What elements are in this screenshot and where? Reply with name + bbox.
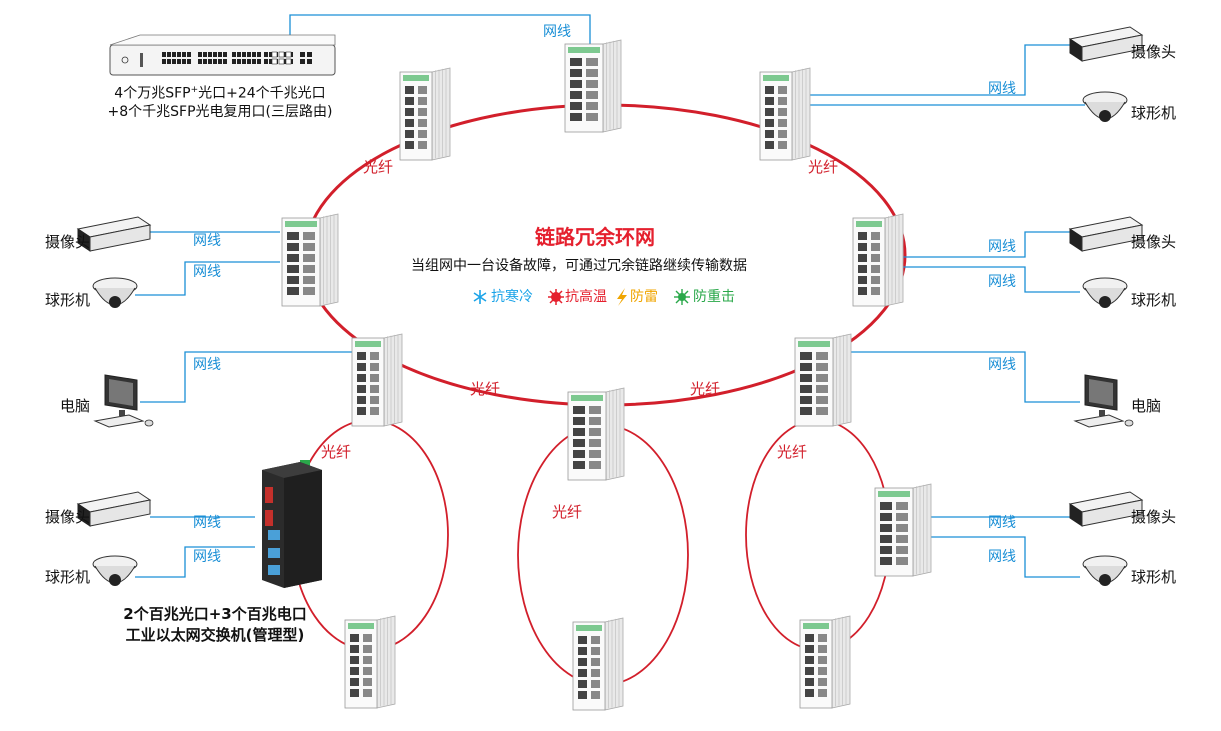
cable-left-dome [135, 261, 280, 296]
cable-label: 网线 [193, 549, 221, 565]
diagram-title: 链路冗余环网 [535, 225, 655, 249]
dome-camera-icon [92, 555, 138, 586]
pc-label: 电脑 [60, 397, 91, 415]
dome-label: 球形机 [1131, 568, 1177, 586]
camera-icon [76, 216, 152, 252]
din-rail-switch [281, 213, 339, 307]
core-switch-caption-line2: +8个千兆SFP光电复用口(三层路由) [107, 104, 333, 120]
din-rail-switch [351, 333, 403, 427]
fiber-label: 光纤 [552, 503, 583, 521]
dome-label: 球形机 [45, 291, 91, 309]
camera-icon [1068, 491, 1144, 527]
surge-burst-icon [674, 289, 690, 305]
cable-label: 网线 [988, 81, 1016, 97]
core-rack-switch [109, 34, 336, 76]
din-rail-switch [572, 617, 624, 711]
camera-label: 摄像头 [1131, 233, 1177, 251]
desktop-pc-icon [93, 374, 154, 428]
heat-burst-icon [548, 289, 564, 305]
din-rail-switch [794, 333, 852, 427]
camera-label: 摄像头 [1131, 508, 1177, 526]
feature-lightning-label: 防雷 [630, 289, 658, 305]
cable-label: 网线 [988, 549, 1016, 565]
right-sub-ring [745, 419, 891, 651]
cable-lower-left-dome [135, 546, 255, 578]
pc-label: 电脑 [1131, 397, 1162, 415]
din-rail-switch [399, 67, 451, 161]
diagram-description: 当组网中一台设备故障，可通过冗余链路继续传输数据 [411, 258, 747, 274]
core-switch-caption: 4个万兆SFP+光口+24个千兆光口 [95, 86, 345, 101]
snowflake-icon [473, 290, 487, 304]
camera-label: 摄像头 [45, 508, 91, 526]
dome-label: 球形机 [1131, 291, 1177, 309]
feature-surge-label: 防重击 [693, 289, 735, 305]
fiber-label: 光纤 [808, 158, 839, 176]
din-rail-switch [344, 615, 396, 709]
cable-lower-right-dome [895, 536, 1080, 578]
din-rail-switch [874, 483, 932, 577]
feature-icons [473, 288, 690, 306]
managed-switch-caption-line2: 工业以太网交换机(管理型) [125, 626, 305, 644]
cable-left-pc [140, 351, 355, 403]
end-devices [76, 26, 1144, 586]
camera-icon [1068, 216, 1144, 252]
cable-label: 网线 [193, 233, 221, 249]
fiber-label: 光纤 [777, 443, 808, 461]
cable-right-dome [870, 266, 1080, 293]
dome-label: 球形机 [1131, 104, 1177, 122]
dome-camera-icon [1082, 277, 1128, 308]
dome-camera-icon [1082, 555, 1128, 586]
cable-label: 网线 [543, 24, 571, 40]
dome-camera-icon [1082, 91, 1128, 122]
din-rail-switch [759, 67, 811, 161]
camera-icon [1068, 26, 1144, 62]
fiber-label: 光纤 [690, 380, 721, 398]
core-caption-line1a: 4个万兆SFP [114, 85, 191, 102]
camera-label: 摄像头 [1131, 43, 1177, 61]
desktop-pc-icon [1073, 374, 1134, 428]
camera-label: 摄像头 [45, 233, 91, 251]
cable-label: 网线 [988, 357, 1016, 373]
feature-cold-label: 抗寒冷 [491, 289, 533, 305]
cable-label: 网线 [988, 239, 1016, 255]
cable-label: 网线 [988, 515, 1016, 531]
din-rail-switch [852, 213, 904, 307]
cable-right-pc [820, 351, 1080, 403]
camera-icon [76, 491, 152, 527]
core-caption-sup: + [190, 85, 199, 95]
core-caption-line1b: 光口+24个千兆光口 [198, 85, 326, 102]
cable-label: 网线 [193, 357, 221, 373]
cable-label: 网线 [193, 264, 221, 280]
dome-label: 球形机 [45, 568, 91, 586]
managed-switch [262, 460, 322, 588]
cable-label: 网线 [988, 274, 1016, 290]
din-rail-switch [799, 615, 851, 709]
fiber-label: 光纤 [363, 158, 394, 176]
din-rail-switch [567, 387, 625, 481]
din-rail-switch [564, 39, 622, 133]
cable-label: 网线 [193, 515, 221, 531]
cable-top-right-camera [775, 44, 1075, 96]
fiber-label: 光纤 [321, 443, 352, 461]
lightning-icon [617, 288, 627, 306]
feature-heat-label: 抗高温 [565, 289, 607, 305]
dome-camera-icon [92, 277, 138, 308]
cable-right-camera [870, 231, 1080, 258]
managed-switch-caption-line1: 2个百兆光口+3个百兆电口 [123, 605, 307, 623]
fiber-label: 光纤 [470, 380, 501, 398]
